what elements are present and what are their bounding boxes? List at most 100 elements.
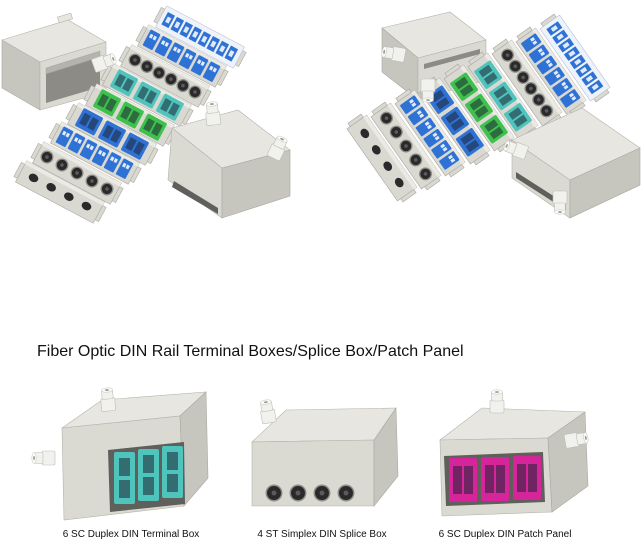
st-connector: [188, 85, 202, 99]
sc-duplex-adapter: [465, 93, 493, 123]
lc-adapter: [142, 29, 161, 50]
lc-adapter: [528, 44, 550, 64]
lc-adapter: [552, 78, 573, 97]
panel-hole: [371, 145, 381, 155]
panel-hole: [81, 201, 92, 211]
product-splice-box: [251, 407, 399, 507]
adapter-panel: [370, 101, 442, 191]
adapter-panel: [153, 5, 247, 69]
panel-body: [515, 27, 587, 115]
adapter-panel: [394, 88, 466, 178]
cable-gland: [381, 46, 407, 63]
st-connector: [85, 174, 99, 188]
cable-gland: [31, 450, 56, 466]
adapter-panel: [515, 26, 587, 116]
lc-adapter: [179, 21, 194, 38]
panel-hole: [46, 183, 56, 192]
adapter-panel: [100, 63, 194, 127]
enclosure-seam: [424, 49, 480, 69]
lc-adapter: [415, 117, 436, 137]
sc-duplex-adapter: [110, 69, 138, 97]
cable-gland: [420, 78, 436, 103]
sc-duplex-adapter: [513, 456, 541, 500]
panel-edge: [41, 141, 122, 187]
lc-adapter: [587, 79, 604, 95]
caption-terminal-box: 6 SC Duplex DIN Terminal Box: [62, 529, 200, 540]
st-connector: [516, 70, 530, 84]
adapter-panel: [491, 38, 563, 128]
lc-adapter: [190, 55, 209, 76]
sc-duplex-adapter: [114, 452, 135, 504]
lc-adapter: [431, 140, 452, 159]
st-connector: [55, 158, 69, 172]
sc-duplex-adapter: [449, 458, 477, 502]
adapter-panel: [346, 113, 418, 203]
st-connector: [399, 139, 413, 153]
cable-gland: [260, 399, 277, 425]
adapter-panel: [65, 102, 159, 166]
cable-gland: [205, 101, 221, 126]
panel-edge: [59, 121, 140, 167]
cable-gland: [503, 140, 529, 160]
st-connector: [409, 153, 423, 167]
st-connector: [40, 150, 54, 164]
enclosure-slot: [172, 181, 218, 214]
lc-adapter: [103, 152, 122, 173]
st-connector: [152, 66, 166, 80]
caption-splice-box: 4 ST Simplex DIN Splice Box: [257, 529, 387, 540]
st-connector: [389, 125, 403, 139]
din-clip: [57, 12, 73, 24]
lc-adapter: [544, 66, 565, 86]
lc-adapter: [546, 21, 563, 36]
sc-duplex-adapter: [474, 60, 502, 89]
lc-adapter: [560, 89, 581, 108]
panel-edge: [24, 160, 105, 206]
panel-hole: [28, 173, 39, 183]
lc-adapter: [215, 40, 230, 57]
sc-duplex-adapter: [489, 81, 517, 111]
st-connector: [500, 48, 514, 62]
caption-patch-panel: 6 SC Duplex DIN Patch Panel: [438, 529, 572, 540]
lc-adapter: [166, 42, 185, 63]
sc-duplex-adapter: [75, 108, 103, 136]
closed-enclosure-left: [167, 109, 291, 219]
cable-gland: [91, 53, 117, 73]
st-connector: [313, 484, 331, 502]
lc-adapter: [423, 128, 444, 148]
lc-adapter: [55, 126, 74, 147]
cable-gland: [267, 135, 288, 161]
sc-duplex-adapter: [138, 449, 159, 501]
st-connector: [419, 167, 433, 181]
lc-adapter: [439, 151, 460, 170]
adapter-panel: [30, 141, 124, 205]
lc-adapter: [188, 26, 203, 43]
sc-duplex-adapter: [98, 120, 126, 148]
lc-adapter: [569, 54, 586, 70]
adapter-panel: [443, 63, 515, 153]
adapter-panel: [118, 44, 212, 108]
panel-hole: [64, 192, 74, 201]
sc-duplex-adapter: [139, 113, 167, 141]
panel-edge: [532, 28, 587, 103]
lc-adapter: [400, 95, 421, 115]
sc-duplex-adapter: [121, 132, 149, 160]
sc-duplex-adapter: [116, 101, 144, 129]
enclosure-side-face: [569, 147, 641, 219]
cable-gland: [563, 432, 589, 449]
lc-adapter: [581, 71, 598, 86]
sc-duplex-adapter: [133, 81, 161, 109]
panel-edge: [146, 24, 227, 70]
sc-duplex-adapter: [504, 103, 532, 132]
st-connector: [70, 166, 84, 180]
enclosure-side-face: [221, 149, 291, 219]
sc-duplex-adapter: [441, 106, 469, 136]
panel-edge: [129, 44, 210, 90]
adapter-panel: [419, 76, 491, 166]
lc-adapter: [79, 139, 98, 160]
sc-duplex-adapter: [156, 93, 184, 121]
photo-exploded-view-left: [1, 5, 291, 224]
lc-adapter: [202, 61, 221, 82]
lc-adapter: [552, 29, 569, 45]
lc-adapter: [115, 158, 134, 179]
st-connector: [176, 79, 190, 93]
